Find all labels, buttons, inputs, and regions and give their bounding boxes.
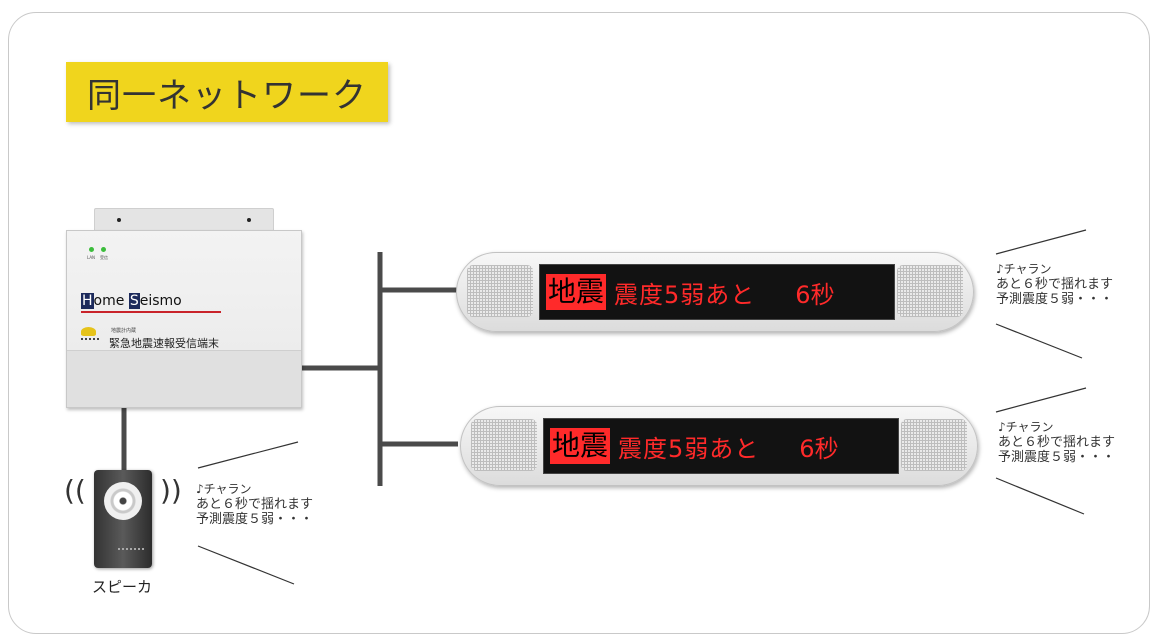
led-label: 受信	[100, 255, 108, 260]
announcement-line: ♪チャラン	[998, 420, 1054, 434]
announcement-line: 予測震度５弱・・・	[996, 292, 1114, 307]
maker-logo-icon	[81, 327, 96, 336]
countdown-text: 6秒	[799, 434, 839, 463]
speaker-dots-icon	[118, 548, 144, 550]
title-banner: 同一ネットワーク	[66, 62, 388, 122]
speaker-device	[94, 470, 152, 568]
led-message: 地震 震度5弱あと 6秒	[550, 427, 839, 465]
speaker-grill-icon	[897, 265, 963, 317]
callout-line	[995, 323, 1083, 359]
receiver-device: LAN 受信 Home Seismo 地震計内蔵 緊急地震速報受信端末	[66, 230, 302, 408]
announcement-line: 予測震度５弱・・・	[998, 450, 1116, 465]
speaker-cone-icon	[104, 482, 142, 520]
quake-label: 地震	[546, 274, 607, 310]
announcement-line: 予測震度５弱・・・	[196, 512, 314, 527]
announcement-line: あと６秒で揺れます	[996, 277, 1114, 292]
announcement-line: ♪チャラン	[196, 482, 252, 496]
speaker-grill-icon	[467, 265, 533, 317]
product-name: 緊急地震速報受信端末	[109, 337, 219, 350]
receiver-bottom-panel	[67, 350, 301, 407]
led-display-2: 地震 震度5弱あと 6秒	[460, 406, 978, 486]
lan-led-icon	[89, 247, 94, 252]
sound-wave-left-icon: ((	[64, 474, 86, 507]
callout-line	[197, 441, 299, 469]
receive-led-icon	[101, 247, 106, 252]
countdown-text: 6秒	[795, 280, 835, 309]
brand-initial-h: H	[81, 293, 94, 309]
brand-seismo-rest: eismo	[139, 293, 182, 309]
speaker-label: スピーカ	[92, 578, 153, 596]
model-text: 地震計内蔵	[111, 328, 137, 334]
led-display-1: 地震 震度5弱あと 6秒	[456, 252, 974, 332]
brand-initial-s: S	[128, 293, 140, 309]
brand-name: Home Seismo	[81, 293, 182, 309]
intensity-text: 震度5弱あと	[618, 434, 760, 463]
speaker-grill-icon	[471, 419, 537, 471]
callout-line	[995, 229, 1087, 255]
announcement-line: ♪チャラン	[996, 262, 1052, 276]
speaker-announcement: ♪チャラン あと６秒で揺れます 予測震度５弱・・・	[196, 482, 313, 527]
intensity-text: 震度5弱あと	[614, 280, 756, 309]
led-screen: 地震 震度5弱あと 6秒	[539, 264, 895, 320]
logo-dots-icon	[81, 338, 99, 343]
screw-icon	[117, 218, 121, 222]
announcement-line: あと６秒で揺れます	[998, 435, 1116, 450]
title-text: 同一ネットワーク	[87, 75, 367, 116]
display1-announcement: ♪チャラン あと６秒で揺れます 予測震度５弱・・・	[996, 262, 1113, 307]
led-screen: 地震 震度5弱あと 6秒	[543, 418, 899, 474]
screw-icon	[247, 218, 251, 222]
speaker-grill-icon	[901, 419, 967, 471]
brand-underline	[81, 311, 221, 313]
display2-announcement: ♪チャラン あと６秒で揺れます 予測震度５弱・・・	[998, 420, 1115, 465]
callout-line	[995, 477, 1085, 515]
sound-wave-right-icon: ))	[160, 474, 182, 507]
announcement-line: あと６秒で揺れます	[196, 497, 314, 512]
brand-home-rest: ome	[93, 293, 129, 309]
callout-line	[197, 545, 295, 585]
callout-line	[995, 387, 1087, 413]
led-message: 地震 震度5弱あと 6秒	[546, 273, 835, 311]
led-label: LAN	[87, 255, 96, 260]
quake-label: 地震	[550, 428, 611, 464]
